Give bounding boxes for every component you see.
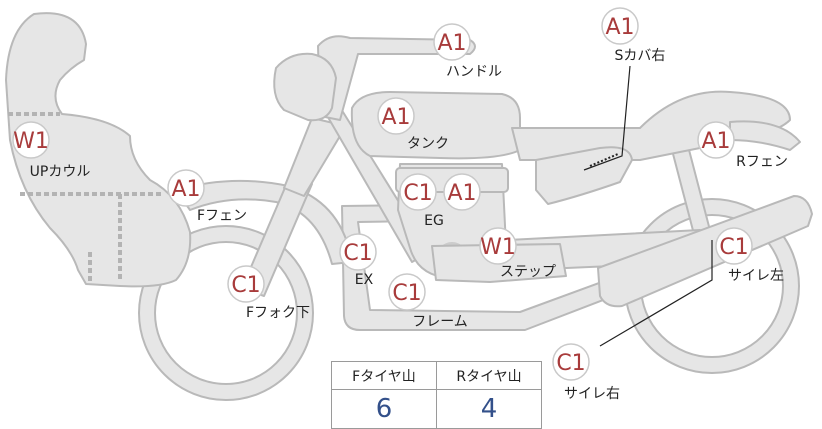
step-grade-badge: W1 — [479, 227, 517, 265]
badge-grade-text: A1 — [381, 105, 410, 130]
up-cowl-grade-badge: W1 — [12, 121, 50, 159]
tail-light — [729, 120, 801, 151]
f-fender-grade-badge: A1 — [167, 169, 205, 207]
front-tire-value: 6 — [331, 389, 437, 429]
badge-grade-text: C1 — [343, 241, 372, 266]
badge-circle — [388, 273, 426, 311]
s-cover-r-grade-badge: A1 — [601, 7, 639, 45]
badge-circle — [12, 121, 50, 159]
handle-label: ハンドル — [446, 64, 502, 80]
badge-grade-text: C1 — [231, 273, 260, 298]
silencer-l-grade-badge: C1 — [715, 227, 753, 265]
eg-grade-badge: C1 — [399, 173, 437, 211]
muffler-shape — [597, 195, 813, 308]
front-wheel-outline — [138, 225, 314, 401]
badge-circle — [715, 227, 753, 265]
badge-circle — [443, 173, 481, 211]
silencer-r-grade-badge: C1 — [552, 343, 590, 381]
badge-grade-text: C1 — [403, 181, 432, 206]
badge-circle — [552, 343, 590, 381]
tire-table-value-row: 6 4 — [331, 389, 542, 429]
up-cowl-shape — [5, 12, 192, 288]
badge-grade-text: C1 — [556, 351, 585, 376]
silencer-l-label: サイレ左 — [728, 268, 784, 284]
badge-circle — [377, 97, 415, 135]
badge-circle — [167, 169, 205, 207]
badge-grade-text: A1 — [605, 15, 634, 40]
silencer-r-label: サイレ右 — [564, 386, 620, 402]
f-fender-label: Fフェン — [197, 208, 247, 224]
badge-grade-text: A1 — [171, 177, 200, 202]
badge-grade-text: W1 — [480, 235, 516, 260]
headlight-shape — [273, 52, 337, 122]
leader-s-cover-dots — [589, 153, 619, 167]
badge-circle — [697, 121, 735, 159]
badge-grade-text: C1 — [392, 281, 421, 306]
eg-grade-badge-2: A1 — [443, 173, 481, 211]
frame-grade-badge: C1 — [388, 273, 426, 311]
badge-grade-text: A1 — [447, 181, 476, 206]
leader-silencer-r — [599, 240, 713, 347]
badge-circle — [479, 227, 517, 265]
s-cover-r-label: Sカバ右 — [615, 48, 666, 64]
ex-label: EX — [355, 272, 374, 288]
f-fork-grade-badge: C1 — [227, 265, 265, 303]
rear-tire-value: 4 — [436, 389, 542, 429]
tank-grade-badge: A1 — [377, 97, 415, 135]
front-tire-header: Fタイヤ山 — [331, 361, 437, 390]
badge-circle — [339, 233, 377, 271]
badge-circle — [433, 23, 471, 61]
badge-grade-text: A1 — [437, 31, 466, 56]
handle-grade-badge: A1 — [433, 23, 471, 61]
rear-tire-header: Rタイヤ山 — [436, 361, 542, 390]
badge-circle — [601, 7, 639, 45]
badge-grade-text: C1 — [719, 235, 748, 260]
tire-table: Fタイヤ山 Rタイヤ山 6 4 — [331, 361, 542, 429]
r-fender-grade-badge: A1 — [697, 121, 735, 159]
f-fork-label: Fフォク下 — [246, 305, 310, 321]
badge-circle — [227, 265, 265, 303]
step-label: ステップ — [500, 264, 556, 280]
badge-grade-text: A1 — [701, 129, 730, 154]
tire-table-header-row: Fタイヤ山 Rタイヤ山 — [331, 361, 542, 390]
ex-grade-badge: C1 — [339, 233, 377, 271]
eg-label: EG — [424, 213, 444, 229]
r-fender-label: Rフェン — [736, 154, 788, 170]
frame-label: フレーム — [412, 314, 468, 330]
leader-s-cover — [583, 65, 631, 171]
up-cowl-label: UPカウル — [30, 164, 91, 180]
badge-grade-text: W1 — [13, 129, 49, 154]
tank-label: タンク — [407, 136, 449, 152]
badge-circle — [399, 173, 437, 211]
front-wheel — [139, 226, 313, 400]
